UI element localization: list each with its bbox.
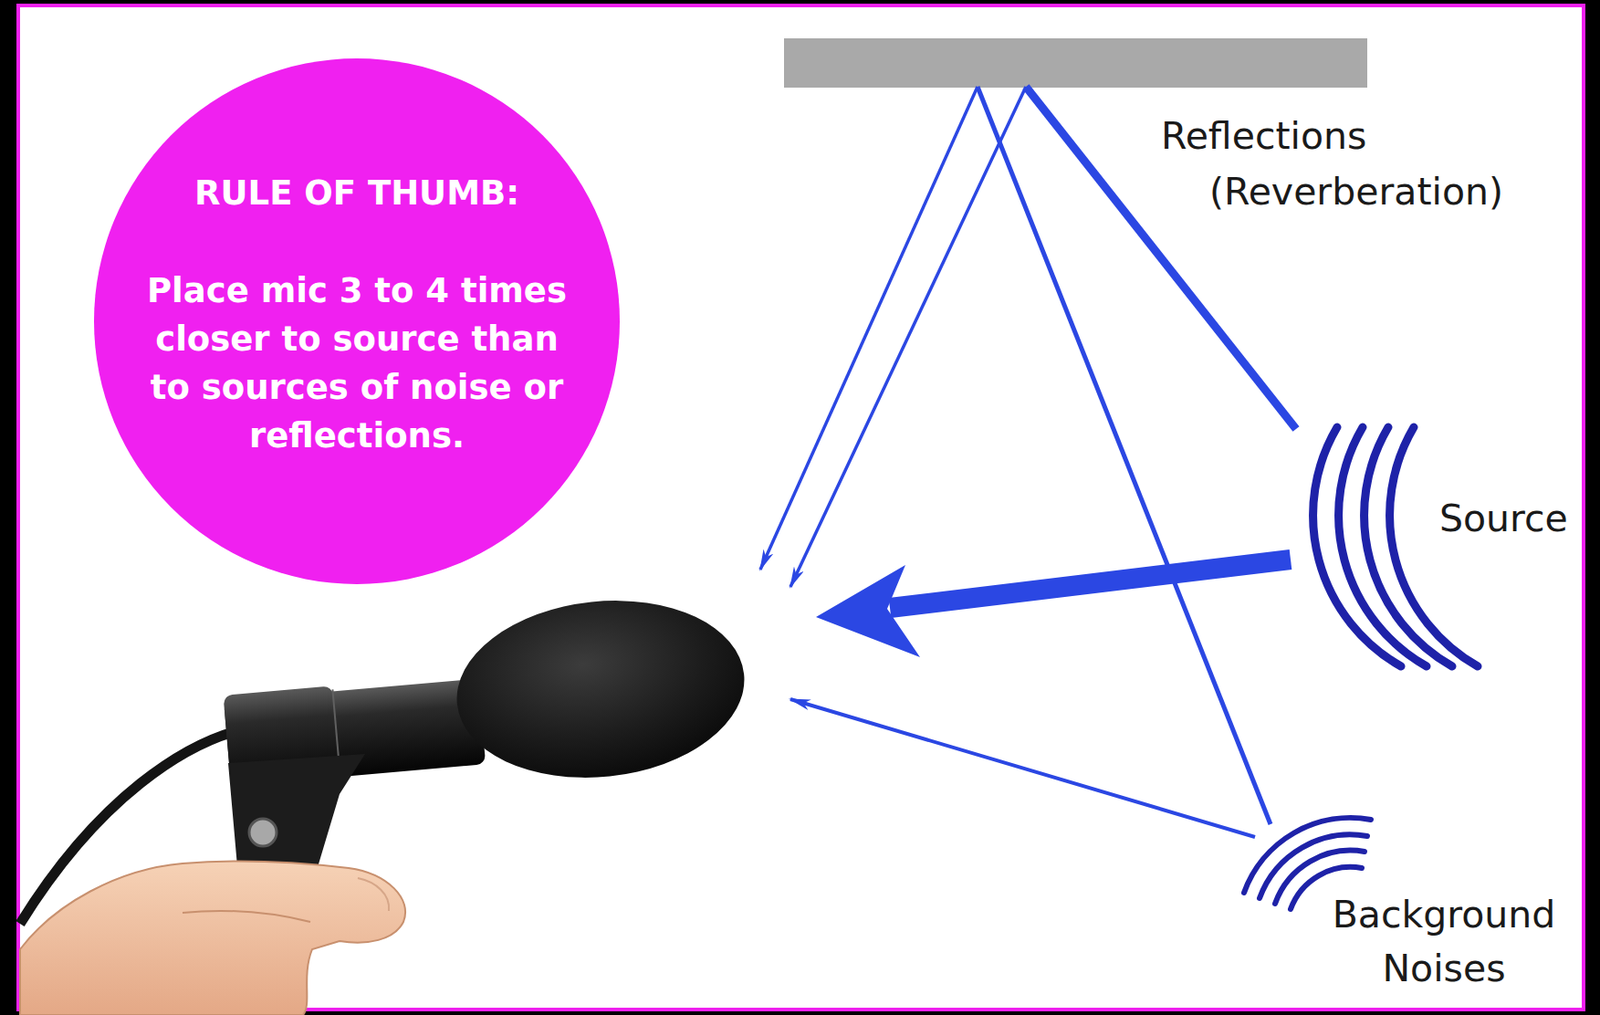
source-label: Source <box>1439 495 1595 542</box>
sound-wave <box>1313 427 1402 667</box>
sound-wave <box>1364 427 1453 667</box>
reflection-ray <box>790 86 1026 587</box>
clip-screw <box>249 818 277 847</box>
direct-sound-arrowhead <box>815 564 921 658</box>
rule-text: Place mic 3 to 4 times closer to source … <box>142 266 572 461</box>
direct-sound-arrow <box>889 559 1291 608</box>
finger-line <box>182 910 311 922</box>
windscreen <box>448 586 753 792</box>
rule-circle: RULE OF THUMB: Place mic 3 to 4 times clo… <box>94 58 620 585</box>
microphone <box>20 586 753 1015</box>
frame <box>18 5 1584 1010</box>
background-noise-label: Background Noises <box>1316 888 1572 996</box>
noise-ray <box>790 699 1255 837</box>
reflecting-surface <box>784 38 1368 88</box>
reflections-label: Reflections (Reverberation) <box>1160 108 1527 220</box>
reflection-ray <box>760 86 978 570</box>
sound-wave <box>1390 427 1478 667</box>
sound-wave <box>1338 427 1427 667</box>
hand <box>20 861 406 1015</box>
sound-wave <box>1244 817 1371 893</box>
source-waves <box>1313 427 1478 667</box>
rule-heading: RULE OF THUMB: <box>194 173 520 214</box>
thumbnail <box>357 878 389 911</box>
